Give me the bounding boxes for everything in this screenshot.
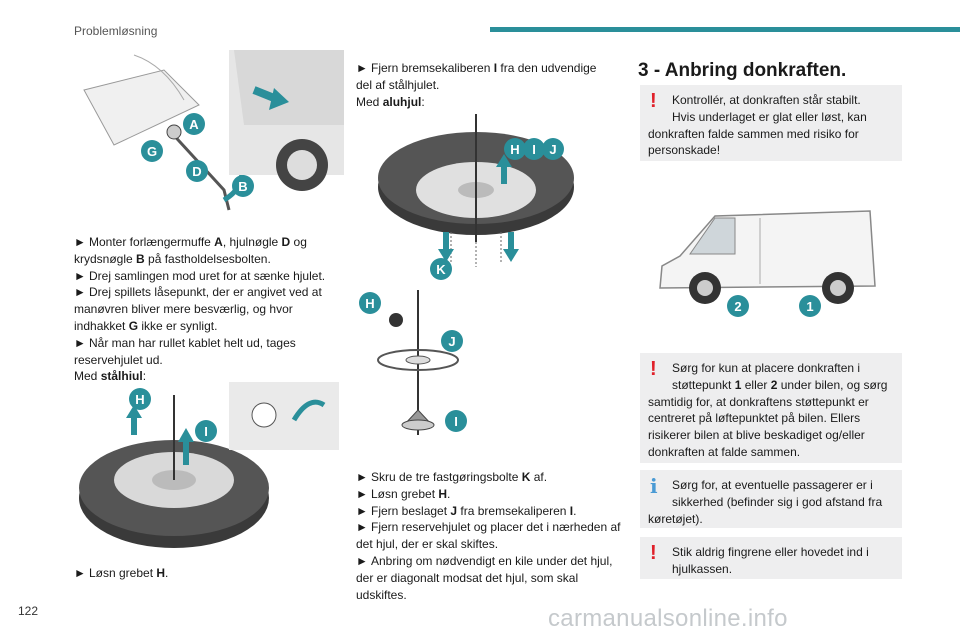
- warning-note: ! Stik aldrig fingrene eller hovedet ind…: [640, 537, 902, 579]
- svg-text:J: J: [448, 334, 455, 349]
- header-accent-bar: [490, 27, 960, 32]
- svg-text:1: 1: [806, 299, 813, 314]
- steel-wheel-heading: Med stålhjul:: [74, 369, 147, 384]
- arrow-bullet-icon: ►: [356, 503, 368, 518]
- label-I: I: [195, 420, 217, 442]
- label-1: 1: [799, 295, 821, 317]
- arrow-bullet-icon: ►: [74, 268, 86, 283]
- figure-van-jack-points: 2 1: [640, 196, 902, 326]
- alu-wheel-heading: Med aluhjul:: [356, 94, 425, 109]
- note-text: Hvis underlaget er glat eller løst, kan …: [648, 109, 867, 158]
- instructions-column-2: ►Fjern bremsekaliberen I fra den udvendi…: [356, 60, 614, 110]
- warning-icon: !: [650, 90, 657, 112]
- svg-text:I: I: [204, 424, 208, 439]
- label-I: I: [445, 410, 467, 432]
- step-item: ►Skru de tre fastgøringsbolte K af.: [356, 470, 548, 484]
- arrow-bullet-icon: ►: [356, 520, 368, 535]
- figure-alloy-wheel: H I J K: [356, 112, 596, 280]
- label-A: A: [183, 113, 205, 135]
- info-icon: i: [650, 474, 658, 498]
- step-item: ►Fjern bremsekaliberen I fra den udvendi…: [356, 61, 597, 92]
- step-item: ►Monter forlængermuffe A, hjulnøgle D og…: [74, 235, 307, 266]
- step-item: ►Løsn grebet H.: [74, 566, 169, 580]
- page-number: 122: [18, 604, 39, 618]
- arrow-bullet-icon: ►: [356, 486, 368, 501]
- figure-spare-wheel-winch: A G D B: [74, 50, 344, 220]
- info-note: i Sørg for, at eventuelle passagerer er …: [640, 470, 902, 528]
- svg-text:H: H: [510, 142, 519, 157]
- step-item: ►Løsn grebet H.: [356, 486, 451, 501]
- svg-text:I: I: [454, 414, 458, 429]
- svg-text:A: A: [189, 117, 199, 132]
- label-H: H: [129, 388, 151, 410]
- arrow-bullet-icon: ►: [74, 285, 86, 300]
- svg-text:B: B: [238, 179, 247, 194]
- warning-icon: !: [650, 542, 657, 564]
- arrow-bullet-icon: ►: [74, 335, 86, 350]
- svg-text:H: H: [365, 296, 374, 311]
- step-item: ►Når man har rullet kablet helt ud, tage…: [74, 335, 296, 367]
- svg-text:K: K: [436, 262, 446, 277]
- label-D: D: [186, 160, 208, 182]
- section-header: Problemløsning: [74, 24, 158, 38]
- label-K: K: [430, 258, 452, 280]
- step-item: ►Drej samlingen mod uret for at sænke hj…: [74, 268, 326, 283]
- watermark: carmanualsonline.info: [548, 605, 788, 632]
- instructions-column-1-bottom: ►Løsn grebet H.: [74, 565, 344, 582]
- note-text: sikkerhed (befinder sig i god afstand fr…: [648, 494, 883, 526]
- figure-exploded-parts: H J I: [356, 285, 596, 445]
- svg-text:G: G: [147, 144, 157, 159]
- warning-note: ! Kontrollér, at donkraften står stabilt…: [640, 85, 902, 161]
- label-B: B: [232, 175, 254, 197]
- label-H: H: [504, 138, 526, 160]
- label-J: J: [542, 138, 564, 160]
- arrow-bullet-icon: ►: [356, 553, 368, 568]
- label-I: I: [523, 138, 545, 160]
- warning-icon: !: [650, 358, 657, 380]
- svg-text:D: D: [192, 164, 201, 179]
- arrow-bullet-icon: ►: [74, 235, 86, 249]
- warning-note: ! Sørg for kun at placere donkraften i s…: [640, 353, 902, 463]
- label-G: G: [141, 140, 163, 162]
- instructions-column-1: ►Monter forlængermuffe A, hjulnøgle D og…: [74, 234, 344, 385]
- arrow-bullet-icon: ►: [74, 566, 86, 580]
- step-item: ►Fjern beslaget J fra bremsekaliperen I.: [356, 503, 577, 518]
- instructions-column-2-bottom: ►Skru de tre fastgøringsbolte K af. ►Løs…: [356, 469, 626, 603]
- label-2: 2: [727, 295, 749, 317]
- svg-text:2: 2: [734, 299, 741, 314]
- svg-text:H: H: [135, 392, 144, 407]
- step-item: ►Drej spillets låsepunkt, der er angivet…: [74, 285, 322, 333]
- svg-text:I: I: [532, 142, 536, 157]
- arrow-bullet-icon: ►: [356, 61, 368, 75]
- label-H: H: [359, 292, 381, 314]
- step-item: ►Fjern reservehjulet og placer det i nær…: [356, 520, 621, 552]
- label-J: J: [441, 330, 463, 352]
- svg-text:J: J: [549, 142, 556, 157]
- step-item: ►Anbring om nødvendigt en kile under det…: [356, 553, 613, 602]
- arrow-bullet-icon: ►: [356, 470, 368, 484]
- figure-steel-wheel: H I: [74, 380, 344, 555]
- note-text: støttepunkt 1 eller 2 under bilen, og sø…: [648, 377, 888, 459]
- section-title: 3 - Anbring donkraften.: [638, 60, 847, 81]
